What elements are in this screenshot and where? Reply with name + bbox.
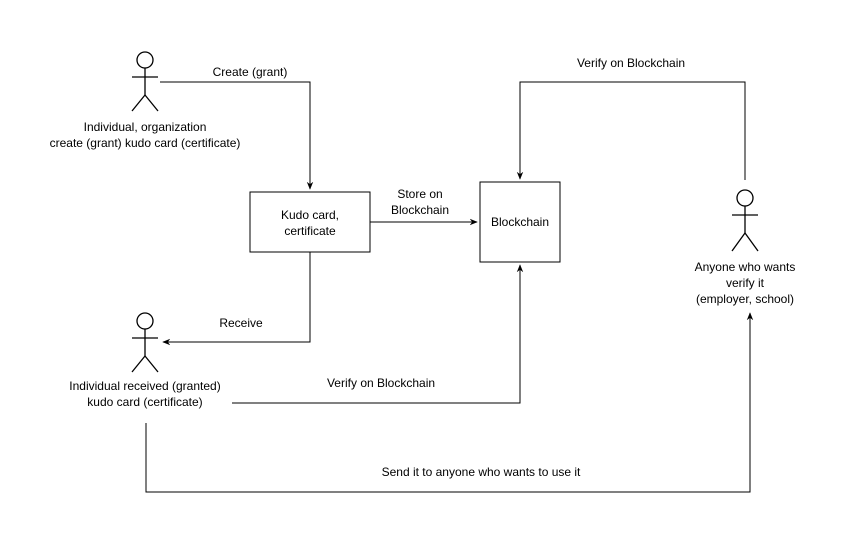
receive-edge [162, 252, 311, 346]
verifier-actor-icon [731, 189, 759, 252]
creator-actor-icon [131, 51, 159, 112]
verifier-label-line3: (employer, school) [696, 292, 794, 306]
receiver-verify-edge-label: Verify on Blockchain [327, 376, 435, 390]
kudo-card-label-line1: Kudo card, [281, 208, 339, 222]
create-edge-label: Create (grant) [213, 65, 288, 79]
receiver-label-line1: Individual received (granted) [69, 379, 220, 393]
store-edge-label-line2: Blockchain [391, 203, 449, 217]
receiver-actor-icon [131, 312, 159, 373]
receive-edge-label: Receive [219, 316, 263, 330]
store-edge-label-line1: Store on [397, 187, 442, 201]
kudo-card-label-line2: certificate [284, 224, 336, 238]
creator-label-line2: create (grant) kudo card (certificate) [50, 136, 241, 150]
kudo-card-box [249, 191, 371, 253]
verifier-label-line2: verify it [726, 276, 765, 290]
verifier-verify-edge-label: Verify on Blockchain [577, 56, 685, 70]
verifier-label-line1: Anyone who wants [695, 260, 796, 274]
send-edge [145, 312, 754, 493]
receiver-verify-edge [232, 264, 524, 404]
creator-label-line1: Individual, organization [84, 120, 207, 134]
verifier-verify-edge [516, 81, 746, 180]
create-edge [160, 81, 314, 190]
blockchain-label: Blockchain [491, 215, 549, 229]
blockchain-box [479, 181, 561, 263]
send-edge-label: Send it to anyone who wants to use it [382, 465, 581, 479]
receiver-label-line2: kudo card (certificate) [87, 395, 202, 409]
